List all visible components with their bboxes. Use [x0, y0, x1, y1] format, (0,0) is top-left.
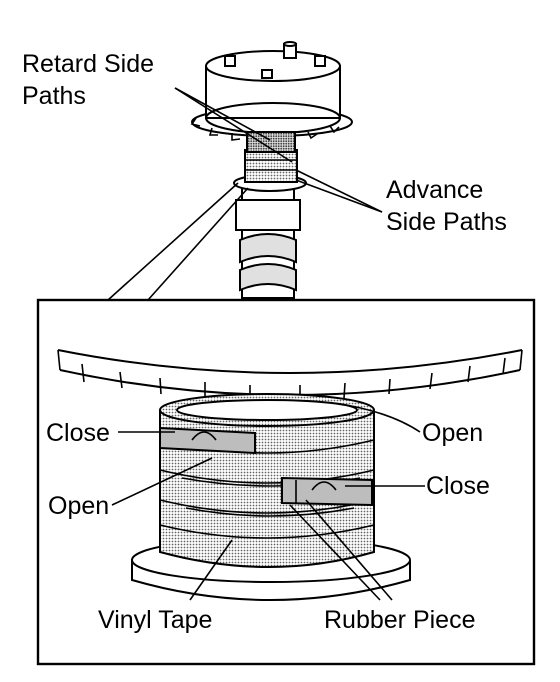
retard-leaders: [174, 87, 293, 163]
advance-leaders: [295, 169, 383, 213]
camshaft: [235, 187, 301, 299]
vinyl-tape-label: Vinyl Tape: [98, 606, 212, 634]
rubber-piece-label: Rubber Piece: [324, 606, 475, 634]
close-label-left: Close: [46, 419, 110, 447]
rubber-piece-right: [281, 476, 373, 507]
detail-leaders: [111, 403, 425, 601]
vinyl-tape-patch-left: [159, 426, 256, 455]
advance-side-label-line1: Advance: [386, 176, 483, 204]
vvt-controller-assembly: [190, 41, 353, 299]
magnifier-lines: [107, 182, 249, 301]
open-label-left: Open: [48, 492, 109, 520]
detail-inset: [36, 298, 536, 666]
retard-side-label-line1: Retard Side: [22, 50, 154, 78]
close-label-right: Close: [426, 472, 490, 500]
open-label-right: Open: [422, 419, 483, 447]
advance-side-label-line2: Side Paths: [386, 208, 507, 236]
vvt-housing: [205, 41, 341, 134]
retard-side-label-line2: Paths: [22, 82, 86, 110]
